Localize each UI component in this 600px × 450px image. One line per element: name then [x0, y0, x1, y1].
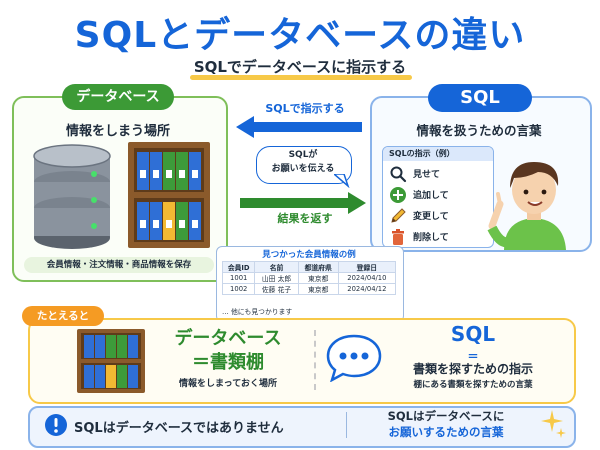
analogy-tag: たとえると [22, 306, 104, 326]
conclusion-panel [28, 406, 576, 448]
result-title: 見つかった会員情報の例 [262, 250, 356, 260]
analogy-sql-main: 書類を探すための指示 [412, 362, 533, 376]
sql-instructions-title: SQLの指示（例） [383, 147, 493, 161]
bubble-line-2: お願いを伝える [271, 164, 335, 174]
plus-icon [390, 187, 406, 203]
instruction-item: 変更して [389, 206, 493, 226]
request-arrow-icon [236, 116, 362, 138]
result-table: 会員ID 名前 都道府県 登録日 1001 山田 太郎 東京都 2024/04/… [221, 261, 397, 295]
table-cell: 2024/04/12 [337, 283, 397, 295]
subtitle-underline [190, 75, 412, 80]
result-more-note: … 他にも見つかります [222, 308, 293, 316]
analogy-divider [314, 330, 316, 390]
sparkle-icon [541, 410, 566, 438]
conclusion-right-line-2: お願いするための言葉 [388, 425, 504, 439]
instruction-label: 追加して [413, 191, 449, 201]
instruction-item: 追加して [389, 185, 493, 205]
instruction-label: 削除して [413, 233, 449, 243]
sql-caption: 情報を扱うための言葉 [416, 123, 542, 138]
column-header: 都道府県 [297, 261, 339, 273]
analogy-sql-description: 棚にある書類を探すための言葉 [413, 380, 533, 390]
table-cell: 佐藤 花子 [254, 283, 299, 295]
table-cell: 東京都 [297, 283, 339, 295]
request-arrow-label: SQLで指示する [265, 102, 345, 115]
database-cylinder-icon [33, 144, 111, 249]
table-header-row: 会員ID 名前 都道府県 登録日 [221, 261, 397, 273]
column-header: 登録日 [337, 261, 397, 273]
magnifier-icon [390, 166, 407, 183]
person-illustration [487, 162, 566, 250]
bubble-line-1: SQLが [288, 150, 318, 160]
instruction-item: 見せて [389, 164, 493, 184]
analogy-sql-title: SQL [450, 322, 496, 346]
conclusion-left: SQLはデータベースではありません [74, 421, 284, 436]
conclusion-divider [346, 412, 347, 438]
trash-icon [392, 229, 404, 245]
bookshelf-icon [128, 142, 210, 248]
page-subtitle: SQLでデータベースに指示する [193, 58, 407, 76]
table-cell: 1002 [221, 283, 256, 295]
table-cell: 2024/04/10 [337, 272, 397, 284]
analogy-db-equals: ＝書類棚 [192, 352, 264, 373]
database-caption: 情報をしまう場所 [65, 124, 170, 139]
instruction-label: 変更して [413, 212, 449, 222]
analogy-sql-equals: ＝ [467, 350, 479, 363]
table-cell: 1001 [221, 272, 256, 284]
exclamation-icon [45, 414, 67, 436]
table-cell: 山田 太郎 [254, 272, 299, 284]
sql-tag: SQL [428, 84, 532, 112]
chat-bubble-icon [326, 334, 382, 382]
sql-instructions-box: SQLの指示（例） 見せて 追加して 変更して 削除して [382, 146, 494, 248]
bookshelf-icon [77, 329, 145, 393]
analogy-db-title: データベース [174, 328, 282, 349]
result-arrow-icon [240, 192, 366, 214]
bubble-tail-icon [334, 174, 350, 188]
column-header: 名前 [254, 261, 299, 273]
result-arrow-label: 結果を返す [277, 212, 333, 225]
instruction-item: 削除して [389, 227, 493, 247]
speech-bubble [256, 146, 352, 184]
conclusion-right-line-1: SQLはデータベースに [387, 409, 505, 423]
table-row: 1001 山田 太郎 東京都 2024/04/10 [221, 272, 397, 284]
column-header: 会員ID [221, 261, 256, 273]
instruction-label: 見せて [413, 170, 441, 180]
pencil-icon [391, 208, 406, 223]
page-title: SQLとデータベースの違い [74, 15, 526, 56]
table-cell: 東京都 [297, 272, 339, 284]
analogy-db-description: 情報をしまっておく場所 [179, 379, 277, 389]
database-tag: データベース [62, 84, 174, 110]
table-row: 1002 佐藤 花子 東京都 2024/04/12 [221, 283, 397, 295]
database-footer: 会員情報・注文情報・商品情報を保存 [24, 257, 214, 273]
